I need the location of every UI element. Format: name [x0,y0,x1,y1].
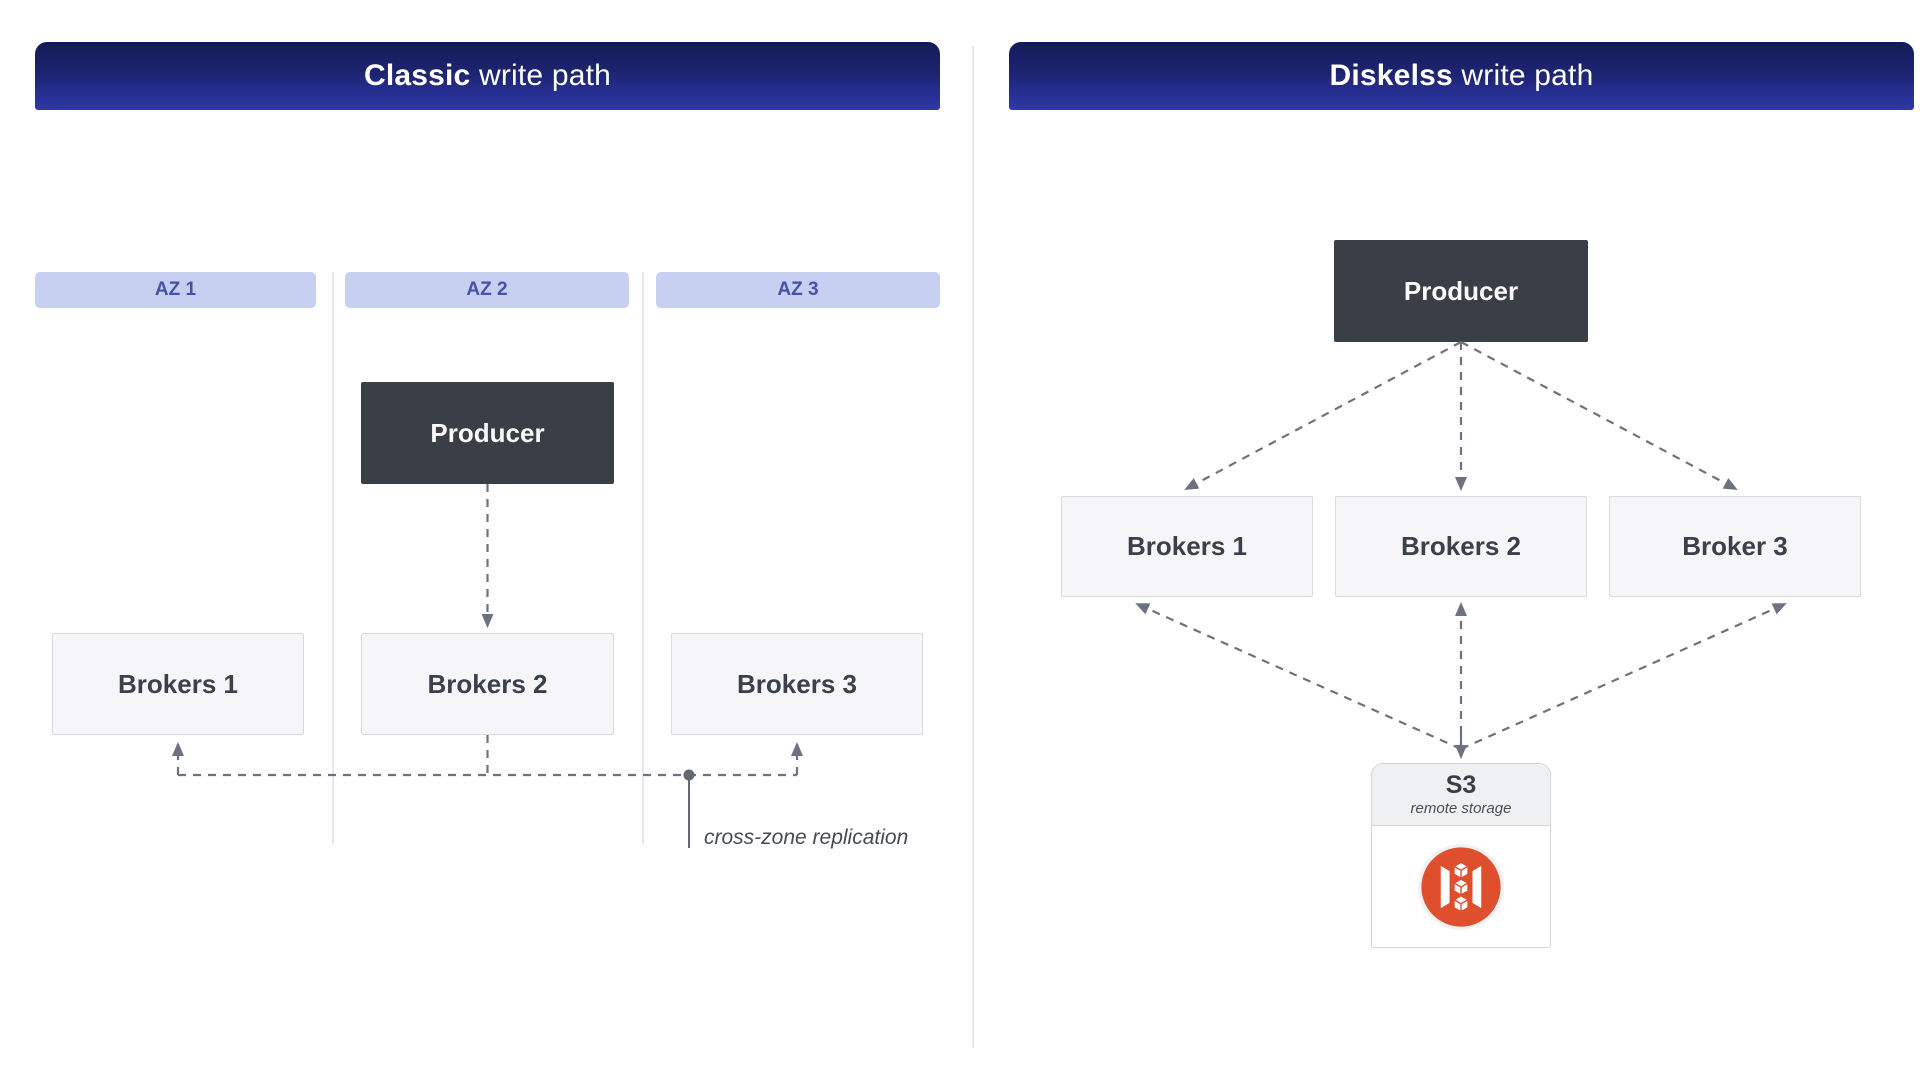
diskless-broker-1-box: Brokers 1 [1061,496,1313,597]
diskless-broker-3-box: Broker 3 [1609,496,1861,597]
diskless-producer-label: Producer [1403,275,1519,306]
s3-title: S3 [1445,770,1477,799]
diskless-broker-2-box: Brokers 2 [1335,496,1587,597]
s3-to-broker3-arrow [1460,602,1787,751]
classic-broker-1-box: Brokers 1 [52,633,304,735]
s3-to-broker1-arrow [1135,602,1462,751]
az3-label-text: AZ 3 [777,279,819,300]
s3-storage-box: S3 remote storage [1371,763,1551,948]
classic-title-bold: Classic [363,59,471,92]
diskless-producer-to-broker3-arrow [1460,341,1738,490]
classic-broker-3-box: Brokers 3 [671,633,923,735]
diskless-broker-2-label: Brokers 2 [1401,531,1521,561]
replication-callout-dot [683,769,695,781]
diskless-broker-3-label: Broker 3 [1682,531,1788,561]
classic-broker-2-box: Brokers 2 [361,633,614,735]
diskless-title-rest: write path [1452,59,1594,92]
classic-title-rest: write path [470,59,612,92]
az3-label: AZ 3 [656,272,940,308]
diskless-title-bold: Diskelss [1329,59,1453,92]
classic-producer-box: Producer [361,382,614,484]
diskless-panel-header: Diskelss write path [1009,42,1914,110]
classic-panel-header: Classic write path [35,42,940,110]
cross-zone-replication-label: cross-zone replication [704,826,909,849]
s3-subtitle: remote storage [1410,800,1512,818]
classic-broker-1-label: Brokers 1 [118,668,238,699]
az2-label-text: AZ 2 [466,279,508,300]
classic-panel-title: Classic write path [364,59,611,93]
diskless-producer-box: Producer [1334,240,1588,342]
az2-label: AZ 2 [345,272,629,308]
az1-label: AZ 1 [35,272,316,308]
s3-storage-header: S3 remote storage [1372,764,1550,826]
panel-divider [972,46,974,1048]
diskless-broker-1-label: Brokers 1 [1127,531,1247,561]
zone-divider-2 [642,272,644,845]
diskless-producer-to-broker1-arrow [1184,341,1462,490]
zone-divider-1 [332,272,334,845]
diskless-panel-title: Diskelss write path [1330,59,1594,93]
az1-label-text: AZ 1 [154,279,197,300]
s3-storage-body [1372,826,1550,947]
s3-bucket-icon [1417,843,1505,931]
classic-producer-label: Producer [430,417,545,448]
classic-broker-3-label: Brokers 3 [737,668,857,699]
classic-broker-2-label: Brokers 2 [427,668,548,699]
